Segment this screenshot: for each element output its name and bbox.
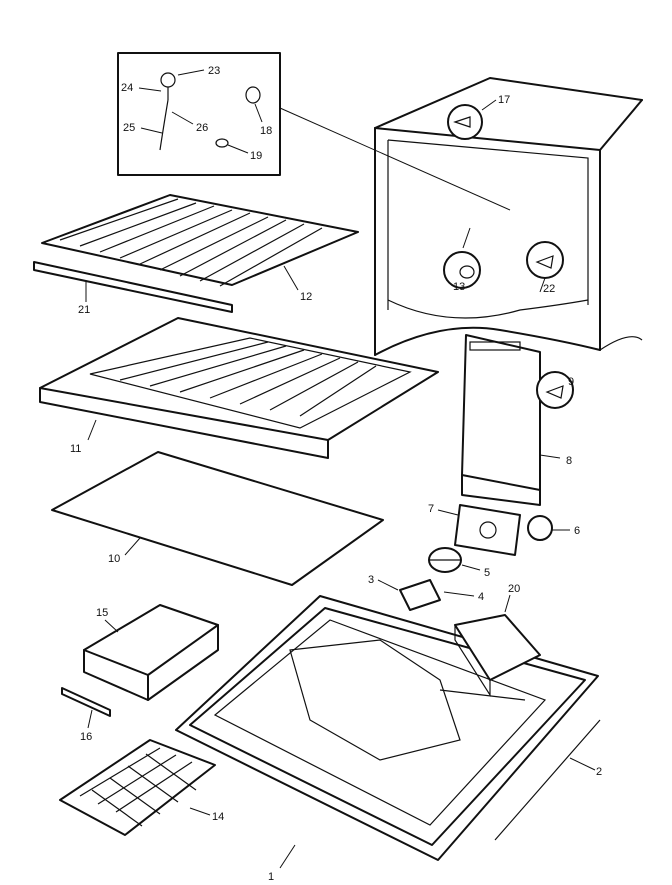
callout-18: 18	[260, 125, 272, 137]
handle-16	[61, 687, 111, 729]
callout-2: 2	[596, 766, 602, 778]
callout-10: 10	[108, 553, 120, 565]
callout-8: 8	[566, 455, 572, 467]
ice-bucket-15	[83, 604, 219, 701]
callout-25: 25	[123, 122, 135, 134]
callout-13: 13	[453, 281, 465, 293]
callout-16: 16	[80, 731, 92, 743]
callout-20: 20	[508, 583, 520, 595]
wire-shelf-12	[41, 194, 359, 291]
glass-panel-10	[51, 451, 384, 586]
callout-3: 3	[368, 574, 374, 586]
callout-6: 6	[574, 525, 580, 537]
callout-9: 9	[568, 376, 574, 388]
ice-tray-14	[59, 739, 216, 836]
callout-15: 15	[96, 607, 108, 619]
shelf-trim-21	[33, 261, 233, 313]
callout-12: 12	[300, 291, 312, 303]
base-liner-assembly	[175, 594, 601, 869]
callout-11: 11	[70, 443, 81, 455]
callout-14: 14	[212, 811, 224, 823]
callout-22: 22	[543, 283, 555, 295]
callout-4: 4	[478, 591, 484, 603]
crisper-shelf-11	[39, 317, 439, 459]
air-duct-8	[461, 334, 574, 506]
callout-5: 5	[484, 567, 490, 579]
callout-19: 19	[250, 150, 262, 162]
callout-23: 23	[208, 65, 220, 77]
callout-26: 26	[196, 122, 208, 134]
callout-7: 7	[428, 503, 434, 515]
callout-labels: 1 2 3 4 5 6 7 8 9 10 11 12 13 14 15 16 1…	[70, 65, 602, 883]
callout-24: 24	[121, 82, 133, 94]
callout-1: 1	[268, 871, 274, 883]
callout-17: 17	[498, 94, 510, 106]
fan-bracket-7	[437, 504, 570, 556]
callout-21: 21	[78, 304, 90, 316]
inset-small-parts-box	[117, 52, 511, 211]
fan-motor-assembly	[377, 547, 481, 611]
refrigerator-cabinet	[374, 77, 643, 356]
